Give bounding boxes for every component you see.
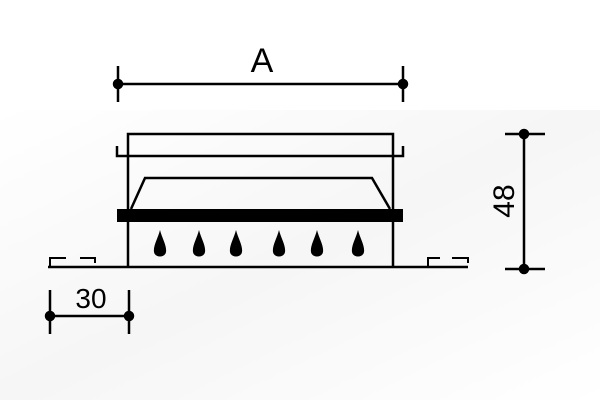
flame-icon <box>229 230 243 257</box>
flame-icon <box>192 230 206 257</box>
flames <box>153 230 365 257</box>
flame-icon <box>153 230 167 257</box>
burner-plate <box>117 209 403 222</box>
dimension-flange-label: 30 <box>75 283 106 314</box>
dimension-a-label: A <box>251 42 274 80</box>
dimension-height <box>505 128 545 275</box>
dimension-a <box>112 66 409 102</box>
dimension-height-label: 48 <box>488 184 521 217</box>
background-shading <box>0 110 600 400</box>
burner-body <box>48 132 469 269</box>
flame-icon <box>310 230 324 257</box>
flame-icon <box>351 230 365 257</box>
dimension-flange <box>44 290 135 334</box>
flame-icon <box>272 230 286 257</box>
